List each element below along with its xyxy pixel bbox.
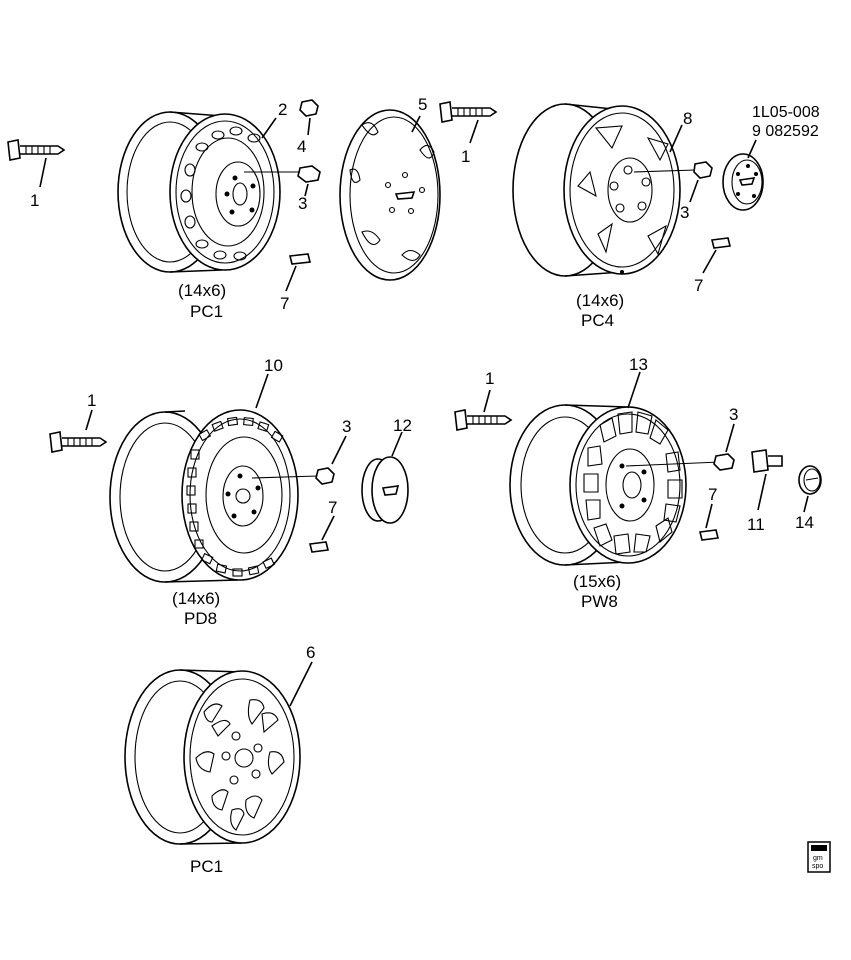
logo-line2: spo <box>812 863 823 870</box>
callout-3d: 3 <box>729 405 738 424</box>
reference-code-line2: 9 082592 <box>752 123 819 140</box>
callout-5: 5 <box>418 95 427 114</box>
callout-7d: 7 <box>708 485 717 504</box>
wheel-pc4-code: PC4 <box>581 311 614 330</box>
pd8-rim-slots <box>186 416 284 577</box>
callout-1a: 1 <box>30 191 39 210</box>
callout-10: 10 <box>264 356 283 375</box>
logo-line1: gm <box>813 855 823 862</box>
callout-3c: 3 <box>342 417 351 436</box>
alloy-slots <box>195 699 285 831</box>
lug-nut-4 <box>299 99 319 117</box>
valve-stem-7c <box>309 541 329 553</box>
callout-1b: 1 <box>461 147 470 166</box>
wheel-bolt-1a <box>7 139 66 161</box>
callout-11: 11 <box>747 515 765 534</box>
callout-7a: 7 <box>280 294 289 313</box>
lug-nut-3b <box>693 161 713 179</box>
wheel-bolt-1d <box>454 409 513 431</box>
wheel-pc1-steel-size: (14x6) <box>178 281 226 300</box>
callout-3b: 3 <box>680 203 689 222</box>
wheel-pc1-steel <box>117 111 281 273</box>
callout-7b: 7 <box>694 276 703 295</box>
reference-code-line1: 1L05-008 <box>752 104 820 121</box>
wheel-pc1-steel-code: PC1 <box>190 302 223 321</box>
center-cap-pc4 <box>722 153 764 211</box>
callout-8: 8 <box>683 109 692 128</box>
wheel-pc1-alloy-code: PC1 <box>190 857 223 876</box>
wheel-pd8-size: (14x6) <box>172 589 220 608</box>
callout-14: 14 <box>795 513 814 532</box>
lug-nut-3c <box>315 467 335 485</box>
callout-13: 13 <box>629 355 648 374</box>
wheel-pc4-size: (14x6) <box>576 291 624 310</box>
wheel-pc4 <box>512 103 696 277</box>
lug-bolt-11 <box>751 449 783 473</box>
wheel-pw8-code: PW8 <box>581 592 618 611</box>
callout-2: 2 <box>278 100 287 119</box>
wheel-cover-5 <box>339 109 441 281</box>
center-cap-14 <box>798 465 822 495</box>
lug-nut-3d <box>713 453 735 471</box>
valve-stem-7a <box>289 253 311 265</box>
callout-1d: 1 <box>485 369 494 388</box>
pw8-spoke-windows <box>583 411 683 555</box>
wheel-pc1-alloy <box>124 669 301 845</box>
wheel-bolt-1b <box>439 101 498 123</box>
valve-stem-7b <box>711 237 731 249</box>
callout-12: 12 <box>393 416 412 435</box>
steel-wheel-vent-holes <box>180 126 261 261</box>
center-cap-12 <box>361 456 409 524</box>
wheel-pd8-code: PD8 <box>184 609 217 628</box>
wheel-pd8 <box>109 409 319 583</box>
valve-stem-7d <box>699 529 719 541</box>
callout-1c: 1 <box>87 391 96 410</box>
callout-3a: 3 <box>298 194 307 213</box>
lug-nut-3a <box>244 165 321 183</box>
gm-spo-logo: gm spo <box>807 841 831 873</box>
callout-4: 4 <box>297 137 306 156</box>
callout-7c: 7 <box>328 498 337 517</box>
wheel-pw8-size: (15x6) <box>573 572 621 591</box>
callout-6: 6 <box>306 643 315 662</box>
wheel-pw8 <box>509 404 721 566</box>
wheel-bolt-1c <box>49 431 108 453</box>
